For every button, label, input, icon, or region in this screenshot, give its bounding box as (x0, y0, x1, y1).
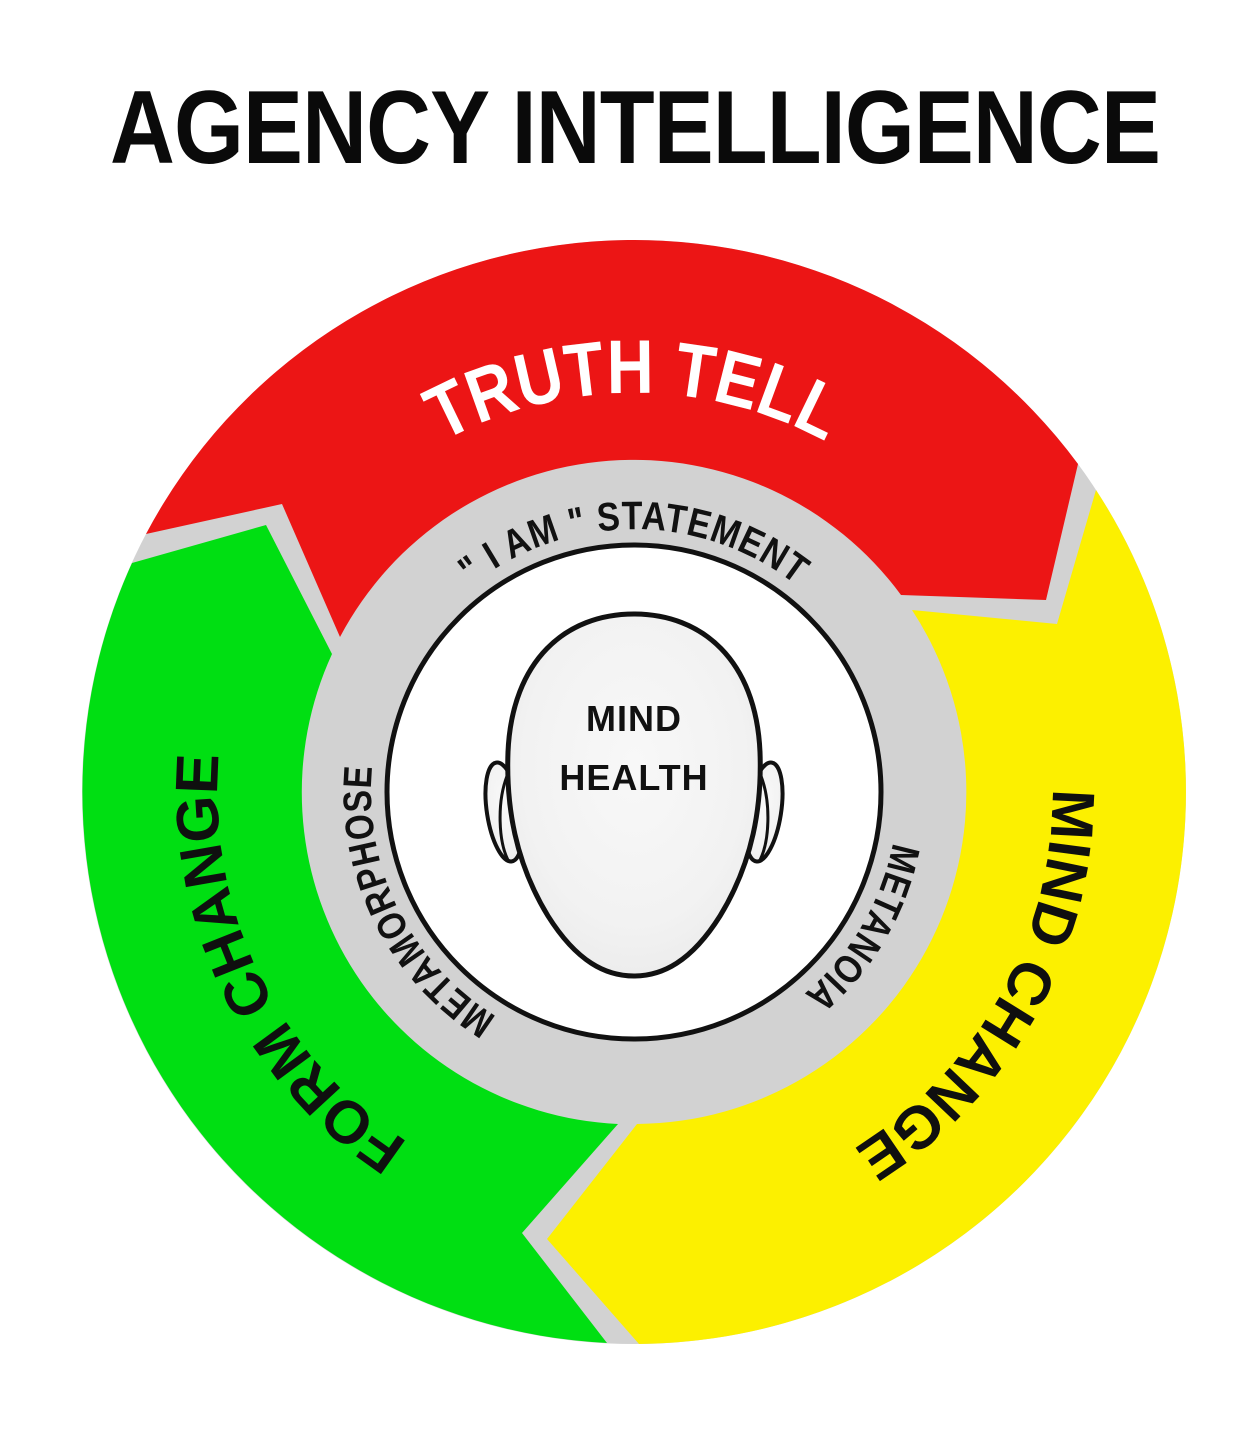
segment-form-change (82, 525, 619, 1343)
center-label-line1: MIND (586, 698, 682, 739)
left-ear-line (498, 775, 511, 863)
center-label-line2: HEALTH (559, 757, 708, 798)
segment-truth-tell (146, 239, 1078, 637)
segment-mind-change (547, 490, 1186, 1344)
cycle-wheel: MIND HEALTH TRUTH TELL MIND CHANGE FORM … (82, 239, 1186, 1344)
page-title: AGENCY INTELLIGENCE (110, 70, 1160, 186)
head-outline (505, 611, 763, 979)
face-illustration: MIND HEALTH (483, 611, 785, 979)
right-ear-line (757, 775, 770, 863)
